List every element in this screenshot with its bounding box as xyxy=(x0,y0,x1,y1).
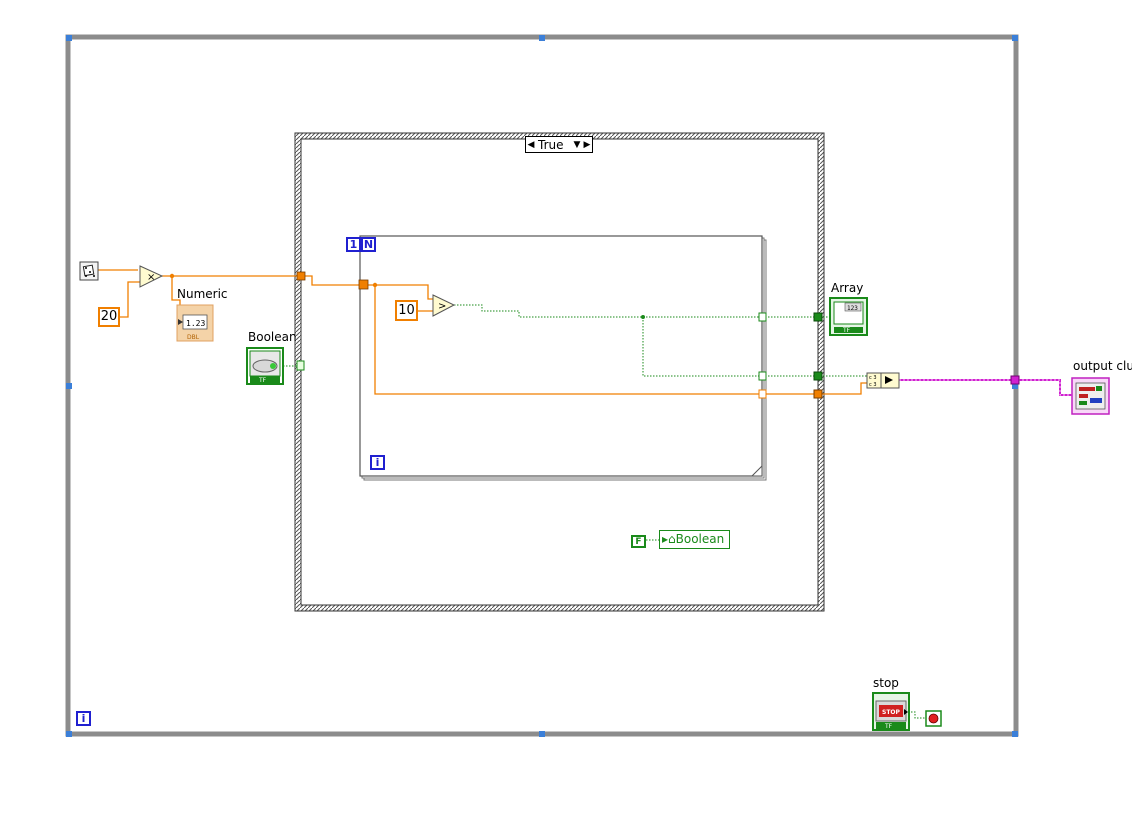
decrement-arrow-icon[interactable]: ◀ xyxy=(527,139,535,150)
numeric-label: Numeric xyxy=(177,287,228,301)
for-loop-input-tunnel[interactable] xyxy=(358,279,369,290)
array-indicator[interactable] xyxy=(829,297,868,336)
for-loop-array-tunnel[interactable] xyxy=(758,312,767,322)
numeric-indicator[interactable] xyxy=(176,304,214,342)
stop-button-icon[interactable] xyxy=(872,692,910,731)
stop-type-text: TF xyxy=(884,723,893,730)
case-array-tunnel[interactable] xyxy=(813,312,823,322)
cluster-wire xyxy=(899,379,1072,396)
local-variable-arrow-icon: ▸⌂ xyxy=(662,532,676,546)
increment-arrow-icon[interactable]: ▶ xyxy=(583,139,591,150)
dice-icon[interactable] xyxy=(79,261,99,281)
boolean-label: Boolean xyxy=(248,330,297,344)
for-loop[interactable] xyxy=(359,235,767,481)
multiply-symbol: × xyxy=(147,272,155,283)
for-loop-numeric-tunnel[interactable] xyxy=(758,389,767,399)
numeric-wires xyxy=(98,269,868,395)
cluster-wire-dash xyxy=(899,379,1072,396)
stop-label: stop xyxy=(873,676,899,690)
for-loop-count-wired: 1 xyxy=(346,237,361,252)
bundle-function[interactable] xyxy=(866,372,900,389)
for-loop-count-terminal[interactable]: N xyxy=(361,237,376,252)
case-boolean-out-tunnel[interactable] xyxy=(813,371,823,381)
greater-than-symbol: > xyxy=(438,301,446,312)
wire-junction xyxy=(372,282,378,288)
while-loop-iteration-terminal[interactable]: i xyxy=(76,711,91,726)
boolean-local-variable[interactable]: ▸⌂Boolean xyxy=(659,530,730,549)
output-cluster-indicator[interactable] xyxy=(1071,377,1110,415)
bundle-label-a: c 3 xyxy=(869,375,877,381)
for-loop-boolean-tunnel[interactable] xyxy=(758,371,767,381)
numeric-type-text: DBL xyxy=(187,334,200,341)
array-label: Array xyxy=(831,281,864,295)
random-multiplier-constant[interactable]: 20 xyxy=(98,307,120,327)
boolean-control[interactable] xyxy=(246,347,284,385)
case-boolean-tunnel[interactable] xyxy=(296,360,305,371)
case-selector-value: True xyxy=(538,137,564,152)
while-loop[interactable] xyxy=(65,34,1019,737)
dropdown-arrow-icon[interactable]: ▼ xyxy=(573,139,581,150)
array-type-text: TF xyxy=(842,327,851,334)
case-input-tunnel[interactable] xyxy=(296,271,306,281)
boolean-wires xyxy=(283,304,926,719)
for-loop-iteration-terminal[interactable]: i xyxy=(370,455,385,470)
greater-than-function[interactable] xyxy=(432,294,456,317)
wire-junction xyxy=(641,315,645,319)
wire-junction xyxy=(169,273,175,279)
case-numeric-out-tunnel[interactable] xyxy=(813,389,823,399)
output-cluster-label: output clu xyxy=(1073,359,1132,373)
while-cluster-tunnel[interactable] xyxy=(1010,375,1020,385)
stop-button-text: STOP xyxy=(882,709,901,716)
array-display-text: 123 xyxy=(847,305,858,312)
numeric-display-text: 1.23 xyxy=(186,319,205,328)
boolean-type-text: TF xyxy=(258,377,267,384)
false-constant[interactable]: F xyxy=(631,535,646,548)
red-stop-circle-icon[interactable] xyxy=(925,710,942,727)
multiply-function[interactable] xyxy=(139,265,164,288)
case-selector[interactable]: ◀ True ▼ ▶ xyxy=(525,136,593,153)
bundle-label-b: c 3 xyxy=(869,382,877,388)
compare-value-constant[interactable]: 10 xyxy=(395,300,418,321)
local-variable-label: Boolean xyxy=(675,532,725,546)
